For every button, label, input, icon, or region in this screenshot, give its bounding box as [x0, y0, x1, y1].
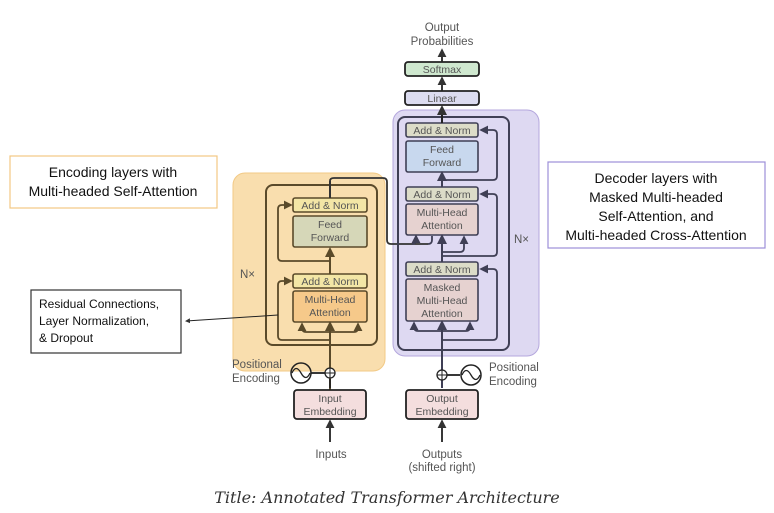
output-probabilities-label-2: Probabilities: [411, 36, 474, 48]
residual-annotation: Residual Connections, Layer Normalizatio…: [30, 289, 279, 354]
output-probabilities-label-1: Output: [425, 22, 460, 34]
encoder-add-norm-top-label: Add & Norm: [301, 200, 358, 212]
encoder-feed-forward-label-2: Forward: [311, 232, 350, 244]
input-embedding-label-2: Embedding: [303, 406, 356, 418]
decoder-positional-label-2: Encoding: [489, 376, 537, 388]
encoder-repeat-label: N×: [240, 269, 255, 281]
inputs-label: Inputs: [315, 449, 347, 461]
decoder-cross-attention-label-1: Multi-Head: [417, 207, 468, 219]
outputs-label-2: (shifted right): [408, 462, 475, 474]
encoder-annotation-line-1: Encoding layers with: [49, 164, 177, 180]
decoder-annotation-line-3: Self-Attention, and: [598, 208, 713, 224]
output-embedding-label-2: Embedding: [415, 406, 468, 418]
decoder-layer-frame: [397, 116, 510, 351]
figure-caption: Title: Annotated Transformer Architectur…: [214, 488, 560, 507]
outputs-label-1: Outputs: [422, 449, 463, 461]
decoder-masked-attention-label-2: Multi-Head: [417, 295, 468, 307]
decoder-annotation: Decoder layers with Masked Multi-headed …: [547, 161, 766, 249]
encoder-annotation-line-2: Multi-headed Self-Attention: [29, 183, 198, 199]
decoder-masked-attention-label-3: Attention: [421, 308, 463, 320]
decoder-annotation-line-4: Multi-headed Cross-Attention: [565, 227, 746, 243]
decoder-feed-forward-label-1: Feed: [430, 144, 454, 156]
decoder-feed-forward-label-2: Forward: [423, 157, 462, 169]
encoder-attention-label-1: Multi-Head: [305, 294, 356, 306]
encoder-add-norm-bottom-label: Add & Norm: [301, 276, 358, 288]
decoder-cross-attention-label-2: Attention: [421, 220, 463, 232]
encoder-annotation: Encoding layers with Multi-headed Self-A…: [9, 155, 218, 209]
linear-label: Linear: [427, 93, 457, 105]
decoder-add-norm-1-label: Add & Norm: [413, 125, 470, 137]
residual-annotation-pointer: [185, 314, 279, 324]
encoder-positional-label-1: Positional: [232, 359, 282, 371]
decoder-annotation-line-1: Decoder layers with: [595, 170, 718, 186]
softmax-label: Softmax: [423, 64, 462, 76]
encoder-positional-label-2: Encoding: [232, 373, 280, 385]
decoder-masked-attention-label-1: Masked: [424, 282, 461, 294]
output-embedding: [405, 389, 479, 420]
encoder-layer-frame: [265, 184, 378, 346]
decoder-positional-encoding-icon: [460, 364, 482, 386]
decoder-block: Add & Norm Feed Forward Add & Norm Multi…: [397, 105, 539, 474]
decoder-add-norm-3-label: Add & Norm: [413, 264, 470, 276]
residual-annotation-line-1: Residual Connections,: [39, 297, 159, 311]
residual-annotation-line-3: & Dropout: [39, 331, 94, 345]
residual-annotation-line-2: Layer Normalization,: [39, 314, 149, 328]
encoder-decoder-connection: [329, 177, 428, 245]
decoder-positional-label-1: Positional: [489, 362, 539, 374]
decoder-add-norm-2-label: Add & Norm: [413, 189, 470, 201]
encoder-attention-label-2: Attention: [309, 307, 351, 319]
input-embedding: [293, 389, 367, 420]
decoder-annotation-line-2: Masked Multi-headed: [589, 189, 723, 205]
input-embedding-label-1: Input: [318, 393, 341, 405]
encoder-feed-forward-label-1: Feed: [318, 219, 342, 231]
encoder-block: Add & Norm Feed Forward Add & Norm Multi…: [232, 181, 378, 461]
output-embedding-label-1: Output: [426, 393, 458, 405]
decoder-repeat-label: N×: [514, 234, 529, 246]
output-head: Linear Softmax Output Probabilities: [404, 22, 480, 106]
